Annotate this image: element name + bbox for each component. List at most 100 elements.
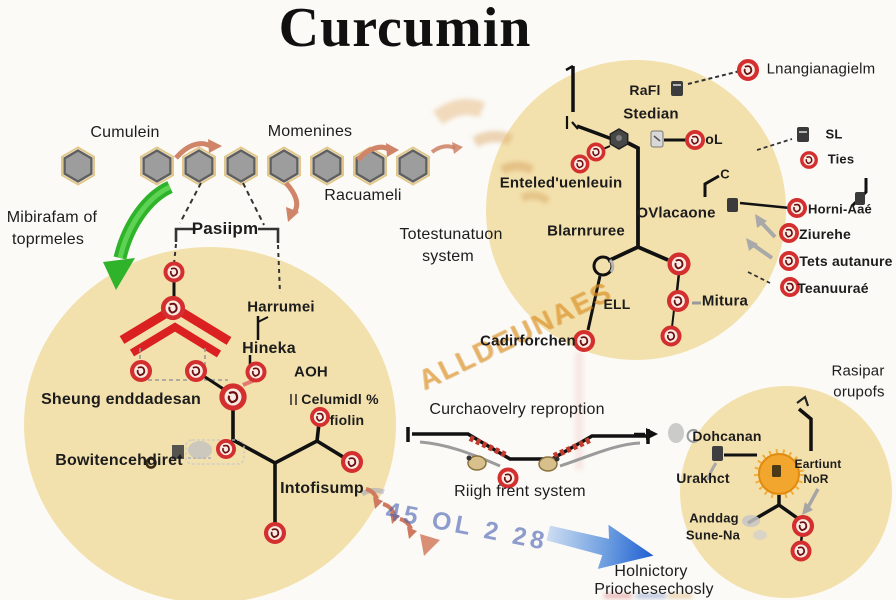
label-rasipar-1: Rasipar xyxy=(831,362,885,380)
red-marker-icon xyxy=(187,362,205,380)
hexagon-icon xyxy=(354,148,386,185)
red-marker-icon xyxy=(266,524,284,542)
red-marker-icon xyxy=(739,61,757,79)
label-aoh: AOH xyxy=(294,363,328,381)
hexagon-icon xyxy=(397,148,429,185)
label-celumidl: Celumidl % xyxy=(301,391,379,407)
dashed-connectors xyxy=(173,70,793,294)
gray-arrow-icon xyxy=(746,238,758,251)
label-righ-frent: Riigh frent system xyxy=(454,483,586,500)
left-structure xyxy=(119,281,349,527)
label-bowitence: Bowitencehdiret xyxy=(55,452,183,469)
label-racuameli: Racuameli xyxy=(324,187,402,204)
gray-arrow-icon xyxy=(755,214,767,228)
red-marker-icon xyxy=(132,362,150,380)
red-marker-icon xyxy=(163,261,185,283)
label-sheung: Sheung enddadesan xyxy=(41,391,201,408)
red-marker-icon xyxy=(163,298,183,318)
label-ties: Ties xyxy=(827,151,855,167)
dark-chip-icon xyxy=(797,127,809,142)
decorative-smudges xyxy=(433,98,692,598)
label-totestunatuon-2: system xyxy=(422,248,474,265)
label-c: C xyxy=(720,166,730,182)
tan-bead xyxy=(538,456,558,472)
gray-blob-icon xyxy=(742,515,760,527)
hexagon-icon xyxy=(268,148,300,185)
label-rasipar-2: orupofs xyxy=(833,383,885,401)
gray-blob-icon xyxy=(668,423,684,443)
hexagon-row xyxy=(62,148,429,185)
red-marker-icon xyxy=(794,517,812,535)
red-marker-icon xyxy=(570,154,590,174)
bottom-right-structure xyxy=(668,395,820,544)
label-sl: SL xyxy=(825,126,843,142)
label-mibirafam-1: Mibirafam of xyxy=(6,209,98,226)
red-marker-icon xyxy=(660,325,682,347)
hexagon-icon xyxy=(62,148,94,185)
hexagon-icon xyxy=(141,148,173,185)
dark-glyph xyxy=(772,465,781,477)
salmon-triangle xyxy=(420,534,440,556)
label-ovlacaone: OVlacaone xyxy=(636,204,716,222)
small-ring-icon xyxy=(145,457,157,469)
label-totestunatuon-1: Totestunatuon xyxy=(399,226,503,243)
salmon-arrow-chain xyxy=(360,487,440,556)
red-marker-icon xyxy=(800,151,818,169)
label-dohcanan: Dohcanan xyxy=(692,428,762,444)
gray-blob-icon xyxy=(753,530,767,540)
label-stedian: Stedian xyxy=(623,105,679,123)
red-marker-icon xyxy=(575,332,593,350)
label-tets: Tets autanure xyxy=(799,253,893,269)
label-blarnruree: Blarnruree xyxy=(547,222,625,240)
label-mitura: Mitura xyxy=(701,292,749,310)
label-cumulein: Cumulein xyxy=(90,124,160,141)
label-enteled: Enteled'uenleuin xyxy=(499,174,623,192)
label-ol: oL xyxy=(705,131,723,147)
red-marker-icon xyxy=(669,292,687,310)
label-ell: ELL xyxy=(603,296,631,312)
dark-chip-icon xyxy=(727,198,738,212)
label-curchaovelry: Curchaovelry reproption xyxy=(429,401,605,418)
top-right-circle-bg xyxy=(486,60,786,360)
label-intofisump: Intofisump xyxy=(280,480,364,497)
red-marker-icon xyxy=(779,223,799,243)
dark-chip-icon xyxy=(671,81,683,96)
red-marker-icon xyxy=(787,198,807,218)
red-marker-icon xyxy=(343,453,361,471)
salmon-arrows xyxy=(174,139,463,222)
red-marker-icon xyxy=(586,142,606,162)
dark-chip-icon xyxy=(855,192,865,205)
green-curved-arrow xyxy=(103,181,174,290)
hexagon-icon xyxy=(311,148,343,185)
gray-arrow-icon xyxy=(802,502,813,515)
label-nor: NoR xyxy=(803,472,829,486)
label-momenines: Momenines xyxy=(267,123,353,140)
dark-chip-icon xyxy=(712,446,723,461)
label-fiolin: fiolin xyxy=(329,412,365,428)
red-marker-icon xyxy=(310,407,330,427)
gray-blob-icon xyxy=(188,441,212,459)
membrane-receptor xyxy=(406,427,658,472)
red-marker-icon xyxy=(222,386,244,408)
label-hineka: Hineka xyxy=(242,340,296,357)
red-marker-icon xyxy=(216,439,236,459)
small-arrow-icon xyxy=(646,428,658,440)
label-teanuurae: Teanuuraé xyxy=(797,280,869,296)
red-marker-icon xyxy=(670,255,689,274)
label-ziurehe: Ziurehe xyxy=(799,226,851,242)
hexagon-icon xyxy=(225,148,257,185)
left-circle-bg xyxy=(24,247,396,600)
hexagon-icon xyxy=(183,148,215,185)
tan-bead xyxy=(467,455,487,471)
top-right-structure xyxy=(565,64,868,331)
label-pasiipm: Pasiipm xyxy=(191,219,259,238)
diagram-title: Curcumin xyxy=(278,0,532,59)
label-horni: Horni-Aaé xyxy=(808,201,872,217)
label-holnictory-2: Priochesechosly xyxy=(594,581,714,598)
red-marker-icon xyxy=(685,130,705,150)
red-marker-icon xyxy=(790,540,812,562)
red-marker-icon xyxy=(779,251,799,271)
red-marker-icon xyxy=(780,277,800,297)
